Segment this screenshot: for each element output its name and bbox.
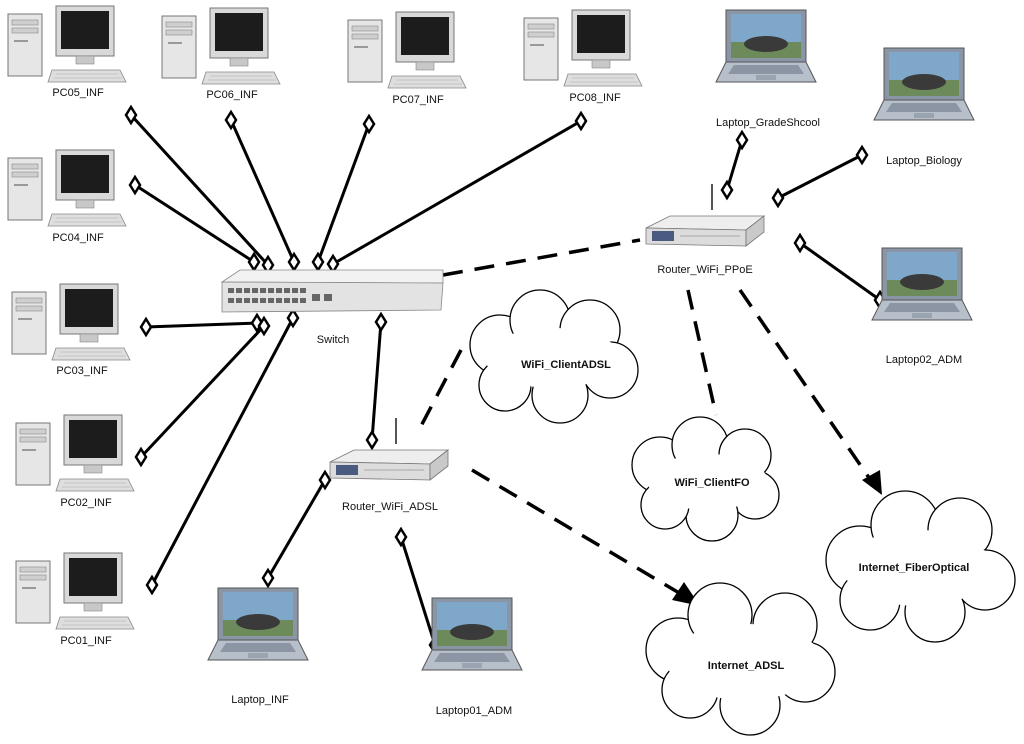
label-pc07: PC07_INF — [392, 94, 444, 106]
label-laptop-gradeschool: Laptop_GradeShcool — [716, 117, 820, 129]
link-ppoe-internet-fiber — [738, 289, 876, 486]
label-pc08: PC08_INF — [569, 92, 621, 104]
link-pc08-switch — [332, 119, 582, 266]
network-switch-icon — [220, 269, 444, 313]
pc08-icon — [523, 9, 643, 87]
link-ppoe-wifi-client-fo — [686, 289, 718, 416]
diamond-marker — [365, 429, 379, 451]
diamond-marker — [247, 251, 261, 273]
diamond-marker — [720, 179, 734, 201]
link-ppoe-laptop-gradeschool — [725, 139, 744, 191]
link-router-laptop-inf — [266, 479, 327, 579]
label-internet-adsl: Internet_ADSL — [707, 660, 785, 672]
pc02-icon — [15, 414, 135, 492]
link-router-adsl-wifi-client — [418, 349, 463, 429]
laptop-biology-icon — [873, 47, 975, 121]
solid-connections — [129, 113, 881, 646]
diamond-marker — [224, 109, 238, 131]
pc03-icon — [11, 283, 131, 361]
label-pc06: PC06_INF — [206, 89, 258, 101]
diamond-marker — [735, 129, 749, 151]
link-switch-router-adsl — [370, 321, 383, 441]
router-ppoe-icon — [645, 183, 765, 247]
label-pc05: PC05_INF — [52, 87, 104, 99]
link-pc07-switch — [316, 123, 371, 263]
diamond-marker — [145, 574, 159, 596]
cloud-fill — [843, 530, 993, 606]
diamond-marker — [793, 232, 807, 254]
diamond-marker — [139, 316, 153, 338]
dashed-connections — [418, 238, 876, 599]
diamond-marker — [855, 144, 869, 166]
label-switch: Switch — [316, 334, 350, 346]
diamond-marker — [362, 113, 376, 135]
label-pc04: PC04_INF — [52, 232, 104, 244]
label-pc03: PC03_INF — [56, 365, 108, 377]
cloud-fill — [485, 328, 621, 388]
label-laptop01-adm: Laptop01_ADM — [435, 705, 513, 717]
pc06-icon — [161, 7, 281, 85]
label-pc02: PC02_INF — [60, 497, 112, 509]
link-pc03-switch — [145, 321, 258, 329]
link-pc06-switch — [229, 119, 296, 263]
diamond-markers — [124, 104, 887, 656]
link-ppoe-laptop02-adm — [799, 241, 881, 302]
diamond-marker — [134, 446, 148, 468]
pc04-icon — [7, 149, 127, 227]
link-pc04-switch — [134, 183, 255, 264]
diamond-marker — [318, 469, 332, 491]
laptop01-adm-icon — [421, 597, 523, 671]
label-laptop-biology: Laptop_Biology — [886, 155, 962, 167]
diamond-marker — [374, 311, 388, 333]
link-pc02-switch — [139, 324, 266, 459]
link-pc05-switch — [129, 113, 270, 267]
cloud-fill — [648, 454, 768, 510]
link-ppoe-laptop-biology — [777, 153, 863, 200]
label-laptop-inf: Laptop_INF — [231, 694, 289, 706]
link-router-adsl-internet — [471, 468, 687, 599]
arrowhead — [862, 470, 882, 495]
pc07-icon — [347, 11, 467, 89]
diamond-marker — [394, 526, 408, 548]
diamond-marker — [261, 567, 275, 589]
pc05-icon — [7, 5, 127, 83]
label-router-ppoe: Router_WiFi_PPoE — [657, 264, 753, 276]
link-pc01-switch — [150, 317, 295, 586]
diamond-marker — [128, 174, 142, 196]
label-router-adsl: Router_WiFi_ADSL — [342, 501, 438, 513]
label-wifi-client-fo: WiFi_ClientFO — [674, 477, 750, 489]
label-wifi-client-adsl: WiFi_ClientADSL — [521, 359, 611, 371]
laptop02-adm-icon — [871, 247, 973, 321]
cloud-fill — [667, 624, 823, 700]
label-pc01: PC01_INF — [60, 635, 112, 647]
label-internet-fiberoptical: Internet_FiberOptical — [858, 562, 970, 574]
laptop-gradeschool-icon — [715, 9, 817, 83]
diamond-marker — [124, 104, 138, 126]
link-switch-router-ppoe — [442, 238, 641, 277]
pc01-icon — [15, 552, 135, 630]
label-laptop02-adm: Laptop02_ADM — [885, 354, 963, 366]
diamond-marker — [286, 307, 300, 329]
diamond-marker — [771, 187, 785, 209]
diamond-marker — [574, 110, 588, 132]
link-router-laptop01-adm — [399, 536, 437, 646]
diamond-marker — [257, 315, 271, 337]
laptop-inf-icon — [207, 587, 309, 661]
router-adsl-icon — [329, 417, 449, 481]
